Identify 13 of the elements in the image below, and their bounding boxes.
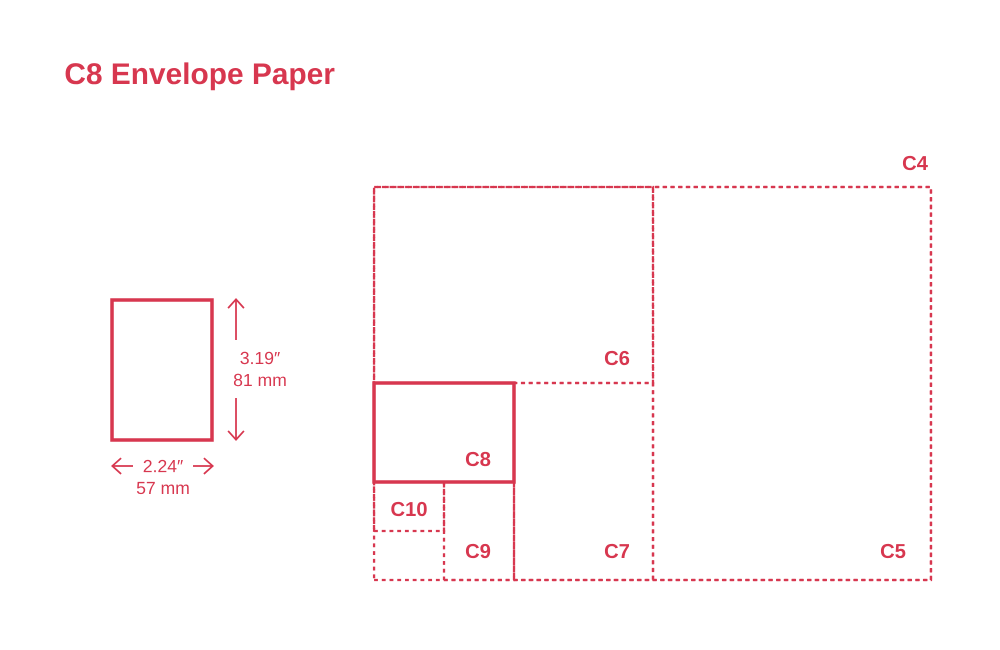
- paper-size-outline: C5: [652, 186, 932, 582]
- dimension-label: 81 mm: [234, 374, 286, 386]
- dimension-label: 57 mm: [136, 482, 189, 494]
- envelope-outline: [110, 298, 214, 442]
- node-label: C4: [902, 156, 928, 170]
- paper-size-outline: C9: [442, 480, 516, 582]
- paper-size-outline: C8: [372, 381, 516, 484]
- dimension-label: 3.19″: [240, 352, 280, 364]
- paper-size-outline: C10: [372, 480, 446, 532]
- title: C8 Envelope Paper: [66, 62, 334, 90]
- dimension-label: 2.24″: [144, 460, 183, 472]
- paper-size-outline: C6: [372, 186, 654, 384]
- paper-size-outline: C7: [512, 382, 654, 582]
